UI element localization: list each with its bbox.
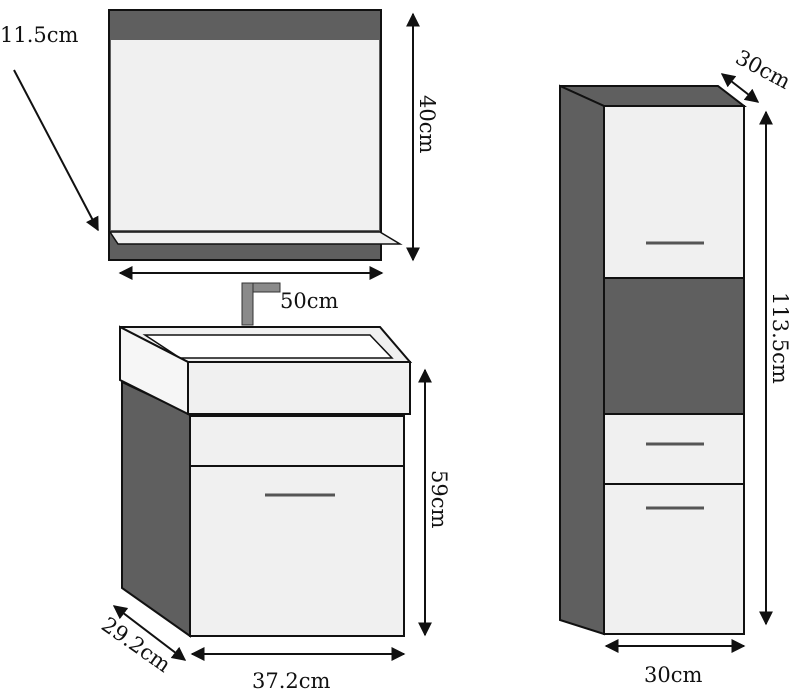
- basin-front-face: [187, 361, 411, 415]
- vanity-height-label: 59cm: [427, 470, 451, 528]
- tall-cabinet-height-label: 113.5cm: [768, 292, 792, 384]
- tall-cabinet-depth-arrow: [720, 73, 760, 103]
- tall-cabinet-depth-label: 30cm: [732, 45, 795, 94]
- mirror-cabinet: [108, 9, 403, 261]
- basin-bowl: [142, 334, 394, 359]
- vanity-unit: [119, 282, 413, 638]
- mirror-glass: [111, 40, 379, 230]
- mirror-shelf: [108, 231, 403, 245]
- tall-cabinet-width-label: 30cm: [644, 663, 702, 687]
- faucet-body: [241, 282, 254, 326]
- tall-cabinet-upper-door: [603, 105, 745, 279]
- tall-cabinet-open-niche: [603, 277, 745, 415]
- vanity-depth-arrow: [112, 605, 187, 661]
- vanity-width-label: 37.2cm: [252, 669, 331, 693]
- mirror-width-label: 50cm: [280, 289, 338, 313]
- tall-cabinet-drawer: [603, 413, 745, 485]
- vanity-door: [189, 465, 405, 637]
- vanity-side-panel: [121, 380, 191, 638]
- mirror-shelf-depth-label: 11.5cm: [0, 23, 79, 47]
- tall-cabinet-side: [559, 84, 605, 636]
- mirror-shelf-depth-arrow: [13, 69, 99, 232]
- mirror-height-label: 40cm: [415, 95, 439, 153]
- vanity-top-drawer: [189, 415, 405, 467]
- tall-cabinet: [559, 84, 747, 636]
